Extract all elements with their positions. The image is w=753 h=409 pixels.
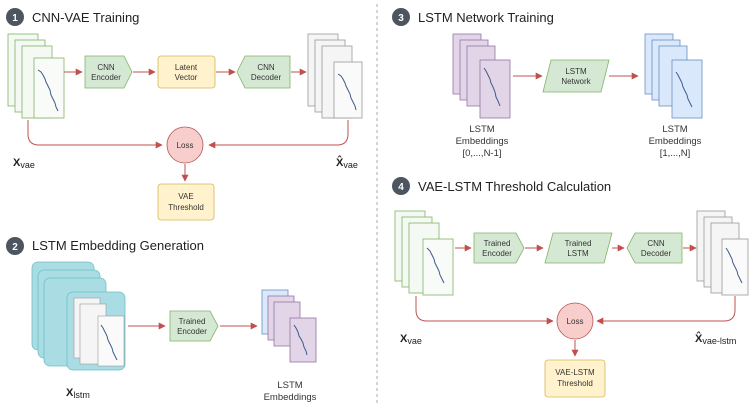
panel-cnn-vae-training: 1 CNN-VAE Training CNN Encoder Latent Ve… [6,8,363,221]
step-badge-4-number: 4 [398,182,404,193]
output-embeddings-label-line2: Embeddings [649,136,702,147]
cnn-decoder-label-line1: CNN [257,63,275,72]
loss-node: Loss [166,126,204,164]
latent-vector-label-line2: Vector [175,73,198,82]
cnn-decoder-4-label-line1: CNN [647,239,665,248]
trained-encoder-block-4: Trained Encoder [473,232,525,264]
output-window-stack-4 [696,210,749,296]
trained-lstm-label-line1: Trained [565,239,592,248]
xhat-vae-symbol: X̂ [336,156,344,169]
output-embeddings-label-line1: LSTM [662,124,687,135]
latent-vector-label-line1: Latent [175,63,198,72]
vae-lstm-threshold-block: VAE-LSTM Threshold [544,359,606,398]
time-series-line [293,324,308,356]
x-lstm-label: Xlstm [66,387,90,400]
time-series-line [725,247,743,284]
time-series-line [483,67,501,107]
x-lstm-symbol: X [66,387,74,399]
trained-encoder-label-line2: Encoder [177,327,207,336]
loss-4-label: Loss [567,317,584,326]
latent-vector-block: Latent Vector [157,55,216,89]
vae-threshold-label-line2: Threshold [168,203,204,212]
x-vae-label: Xvae [13,157,35,170]
input-embeddings-label-line3: [0,...,N-1] [462,148,501,159]
input-window-stack-4 [394,210,454,296]
loss-label: Loss [177,141,194,150]
xhat-vae-lstm-symbol: X̂ [695,332,703,345]
xhat-vae-lstm-label: X̂vae-lstm [695,332,736,346]
input-embeddings-stack [452,33,511,119]
xhat-vae-label: X̂vae [336,156,358,170]
x-vae-subscript: vae [20,160,35,170]
vae-threshold-block: VAE Threshold [157,183,215,221]
panel-lstm-network-training: 3 LSTM Network Training LSTM Embeddings … [392,8,703,159]
xhat-vae-subscript: vae [343,160,358,170]
panel4-title: VAE-LSTM Threshold Calculation [418,179,611,194]
panel3-title: LSTM Network Training [418,10,554,25]
lstm-network-label-line2: Network [561,77,591,86]
arrow-input-to-loss-4 [415,296,554,325]
panel-lstm-embedding-generation: 2 LSTM Embedding Generation Trained Enco… [6,237,317,403]
trained-encoder-label-line1: Trained [179,317,206,326]
vae-threshold-label-line1: VAE [178,192,193,201]
lstm-input-stack [31,261,126,371]
output-embeddings-stack [644,33,703,119]
lstm-network-block: LSTM Network [542,59,610,93]
arrow-output-to-loss-4 [596,296,736,325]
time-series-line [100,324,118,361]
lstm-embeddings-label-line2: Embeddings [264,392,317,403]
x-vae-4-symbol: X [400,333,408,345]
time-series-line [675,71,693,108]
panel2-title: LSTM Embedding Generation [32,238,204,253]
step-badge-3-number: 3 [398,13,404,24]
step-badge-2 [6,237,24,255]
vae-lstm-threshold-label-line2: Threshold [557,379,593,388]
x-lstm-subscript: lstm [73,390,90,400]
output-window-stack [307,33,363,119]
lstm-network-label-line1: LSTM [565,67,587,76]
vae-lstm-threshold-label-line1: VAE-LSTM [555,368,595,377]
x-vae-symbol: X [13,157,21,169]
step-badge-4 [392,177,410,195]
trained-lstm-label-line2: LSTM [567,249,589,258]
output-embeddings-label-line3: [1,...,N] [660,148,691,159]
input-embeddings-label-line1: LSTM [469,124,494,135]
cnn-encoder-label-line1: CNN [97,63,115,72]
lstm-embeddings-label-line1: LSTM [277,380,302,391]
input-embeddings-label-line2: Embeddings [456,136,509,147]
trained-encoder-4-label-line1: Trained [484,239,511,248]
trained-encoder-4-label-line2: Encoder [482,249,512,258]
time-series-line [337,73,357,111]
trained-encoder-block-2: Trained Encoder [169,310,219,342]
cnn-decoder-block-4: CNN Decoder [626,232,683,264]
step-badge-2-number: 2 [12,242,18,253]
x-vae-4-subscript: vae [407,336,422,346]
time-series-line [37,69,59,112]
input-window-stack [7,33,65,119]
time-series-line [426,247,445,284]
panel1-title: CNN-VAE Training [32,10,139,25]
arrow-output-to-loss [208,120,349,149]
panel-vae-lstm-threshold: 4 VAE-LSTM Threshold Calculation Trained… [392,177,749,398]
cnn-encoder-label-line2: Encoder [91,73,121,82]
cnn-decoder-block: CNN Decoder [236,55,291,89]
x-vae-label-4: Xvae [400,333,422,346]
arrow-input-to-loss [27,120,163,149]
lstm-embeddings-stack [261,289,317,363]
step-badge-1-number: 1 [12,13,18,24]
step-badge-1 [6,8,24,26]
cnn-decoder-4-label-line2: Decoder [641,249,672,258]
cnn-encoder-block: CNN Encoder [84,55,133,89]
step-badge-3 [392,8,410,26]
xhat-vae-lstm-subscript: vae-lstm [702,336,736,346]
loss-node-4: Loss [556,302,594,340]
cnn-decoder-label-line2: Decoder [251,73,282,82]
trained-lstm-block: Trained LSTM [544,232,613,264]
